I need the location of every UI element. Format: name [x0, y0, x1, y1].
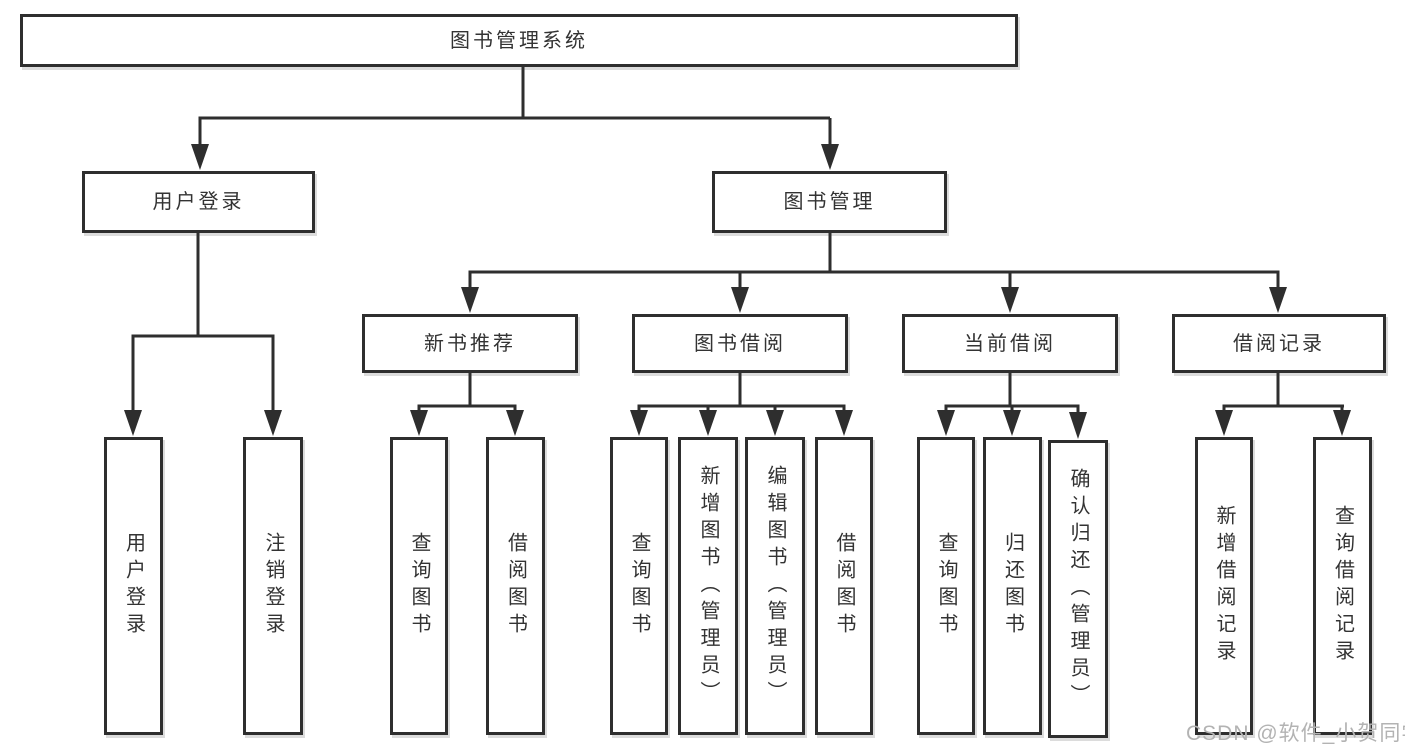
leaf-currentborrow-confirm-return-admin: 确认归还（管理员） [1048, 440, 1108, 738]
arrowhead-icon [124, 410, 142, 436]
leaf-bookborrow-add-books-admin: 新增图书（管理员） [678, 437, 738, 735]
connector-user-login-to-leaves [124, 233, 282, 436]
arrowhead-icon [1069, 412, 1087, 439]
node-label: 确认归还（管理员） [1067, 467, 1089, 711]
connector-current-borrow-to-leaves [937, 373, 1087, 439]
arrowhead-icon [1001, 287, 1019, 313]
leaf-user-login: 用户登录 [104, 437, 163, 735]
node-label: 新增图书（管理员） [697, 464, 719, 708]
node-label: 用户登录 [152, 191, 245, 213]
arrowhead-icon [630, 410, 648, 436]
node-library-management-system: 图书管理系统 [20, 14, 1018, 67]
leaf-records-add-borrow-record: 新增借阅记录 [1195, 437, 1253, 735]
arrowhead-icon [937, 410, 955, 436]
node-current-borrow: 当前借阅 [902, 314, 1118, 373]
arrowhead-icon [1269, 287, 1287, 313]
node-label: 当前借阅 [964, 332, 1056, 355]
node-label: 查询图书 [935, 532, 957, 640]
node-label: 编辑图书（管理员） [764, 464, 786, 708]
arrowhead-icon [461, 287, 479, 313]
arrowhead-icon [699, 410, 717, 436]
node-user-login: 用户登录 [82, 171, 315, 233]
node-label: 用户登录 [122, 532, 145, 640]
node-label: 借阅记录 [1233, 332, 1325, 355]
node-new-book-recommend: 新书推荐 [362, 314, 578, 373]
arrowhead-icon [506, 410, 524, 436]
node-label: 借阅图书 [833, 532, 855, 640]
node-label: 新书推荐 [424, 332, 516, 355]
node-label: 图书管理 [783, 191, 876, 213]
arrowhead-icon [1003, 410, 1021, 436]
arrowhead-icon [410, 410, 428, 436]
connector-borrow-records-to-leaves [1215, 373, 1351, 436]
leaf-currentborrow-query-books: 查询图书 [917, 437, 975, 735]
arrowhead-icon [835, 410, 853, 436]
node-label: 查询图书 [408, 532, 430, 640]
leaf-newbook-borrow-books: 借阅图书 [486, 437, 545, 735]
node-label: 图书借阅 [694, 332, 786, 355]
node-label: 借阅图书 [504, 532, 527, 640]
leaf-newbook-query-books: 查询图书 [390, 437, 448, 735]
arrowhead-icon [191, 144, 209, 170]
arrowhead-icon [1333, 410, 1351, 436]
arrowhead-icon [731, 287, 749, 313]
arrowhead-icon [1215, 410, 1233, 436]
connector-new-book-to-leaves [410, 373, 524, 436]
leaf-records-query-borrow-record: 查询借阅记录 [1313, 437, 1372, 735]
leaf-bookborrow-borrow-books: 借阅图书 [815, 437, 873, 735]
node-label: 归还图书 [1001, 532, 1024, 640]
node-label: 查询借阅记录 [1331, 505, 1354, 667]
arrowhead-icon [766, 410, 784, 436]
leaf-bookborrow-edit-books-admin: 编辑图书（管理员） [745, 437, 805, 735]
arrowhead-icon [264, 410, 282, 436]
node-book-management: 图书管理 [712, 171, 947, 233]
node-label: 新增借阅记录 [1213, 505, 1235, 667]
arrowhead-icon [821, 144, 839, 170]
connector-book-mgmt-to-level3 [461, 233, 1287, 313]
node-borrow-records: 借阅记录 [1172, 314, 1386, 373]
connector-root-to-level2 [191, 67, 839, 170]
node-book-borrow: 图书借阅 [632, 314, 848, 373]
node-label: 查询图书 [628, 532, 650, 640]
csdn-watermark: CSDN @软件_小贺同学 [1186, 722, 1405, 745]
connector-book-borrow-to-leaves [630, 373, 853, 436]
leaf-logout: 注销登录 [243, 437, 303, 735]
leaf-currentborrow-return-books: 归还图书 [983, 437, 1042, 735]
leaf-bookborrow-query-books: 查询图书 [610, 437, 668, 735]
node-label: 注销登录 [262, 532, 284, 640]
node-label: 图书管理系统 [450, 29, 588, 52]
